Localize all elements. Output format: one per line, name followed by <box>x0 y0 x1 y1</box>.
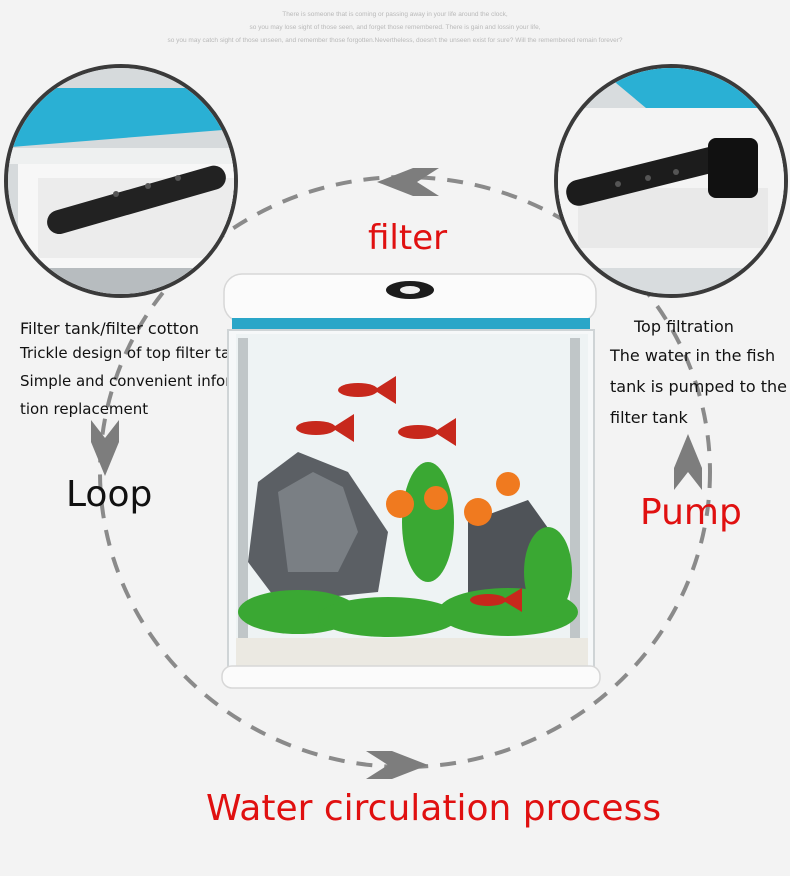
chevron-right-icon <box>366 751 428 779</box>
chevron-down-icon <box>91 420 119 476</box>
right-note-title: Top filtration <box>634 317 734 336</box>
tagline-line-1: There is someone that is coming or passi… <box>282 11 508 18</box>
filter-label: filter <box>368 218 448 258</box>
orange-flowers <box>386 472 520 526</box>
left-note-line-1: Trickle design of top filter tank <box>20 344 249 362</box>
left-note-line-2: Simple and convenient informa <box>20 372 255 390</box>
left-note-title: Filter tank/filter cotton <box>20 319 199 338</box>
guppy-fish <box>296 376 522 612</box>
aquarium-tank <box>221 273 601 689</box>
tank-lid-blue-band <box>232 318 590 330</box>
right-note-line-3: filter tank <box>610 408 688 427</box>
right-note-line-1: The water in the fish <box>610 346 776 365</box>
left-note-line-3: tion replacement <box>20 400 149 418</box>
tank-base <box>221 665 601 689</box>
top-filtration-detail-photo <box>554 64 788 298</box>
pump-label: Pump <box>640 492 742 533</box>
loop-label: Loop <box>66 474 153 515</box>
gravel-bed <box>236 638 588 666</box>
right-note-line-2: tank is pumped to the <box>610 377 787 396</box>
tagline-line-3: so you may catch sight of those unseen, … <box>167 37 623 44</box>
chevron-left-icon <box>377 168 439 196</box>
chevron-up-icon <box>674 434 702 490</box>
process-title: Water circulation process <box>206 788 662 829</box>
filter-tank-detail-photo <box>4 64 238 298</box>
tagline-line-2: so you may lose sight of those seen, and… <box>249 24 541 31</box>
